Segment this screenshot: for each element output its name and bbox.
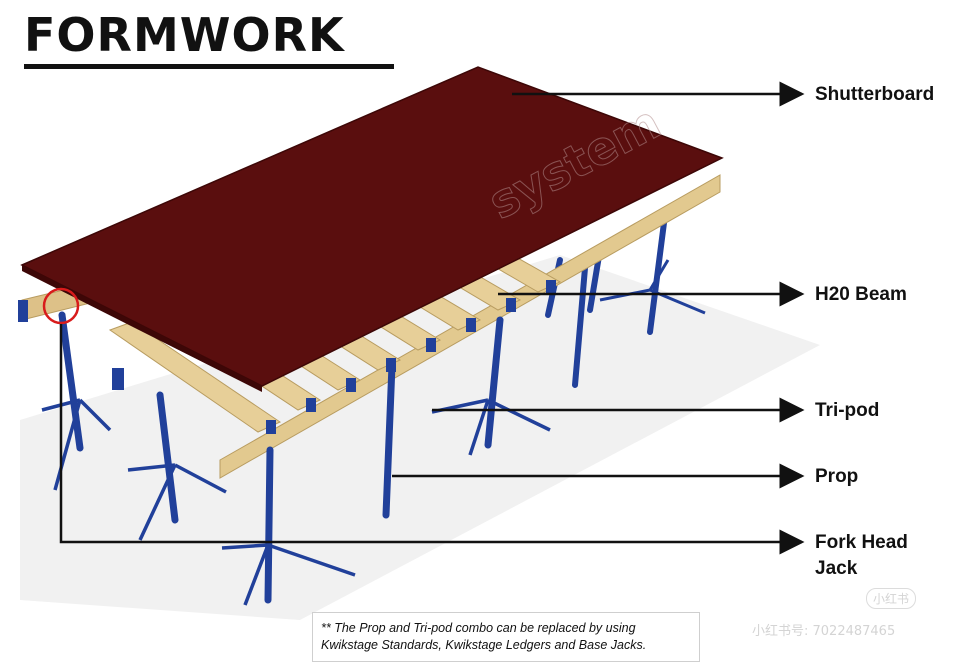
fork-head-jack-label: Fork Head Jack [815,530,908,581]
front-props [58,311,504,604]
prop-label: Prop [815,466,859,487]
fork-head-label-line1: Fork Head [815,532,908,553]
fork-head-highlight [42,287,80,325]
footnote-line1: ** The Prop and Tri-pod combo can be rep… [321,621,636,635]
h20-beam-label: H20 Beam [815,284,907,305]
watermark-id: 小红书号: 7022487465 [752,624,896,639]
shutterboard-edge [22,265,262,392]
tripod-label: Tri-pod [815,400,880,421]
page-title: FORMWORK [24,8,345,62]
shutterboard-label: Shutterboard [815,84,935,105]
fork-head-label-line2: Jack [815,557,858,579]
footnote-box: ** The Prop and Tri-pod combo can be rep… [312,612,700,662]
leader-lines [59,81,805,555]
footnote-line2: Kwikstage Standards, Kwikstage Ledgers a… [321,637,647,652]
floor-shadow [20,255,820,620]
fork-head-arrow [59,324,805,555]
shutterboard-deck [20,66,724,387]
watermark-badge: 小红书 [866,588,917,609]
title-underline [24,64,394,69]
